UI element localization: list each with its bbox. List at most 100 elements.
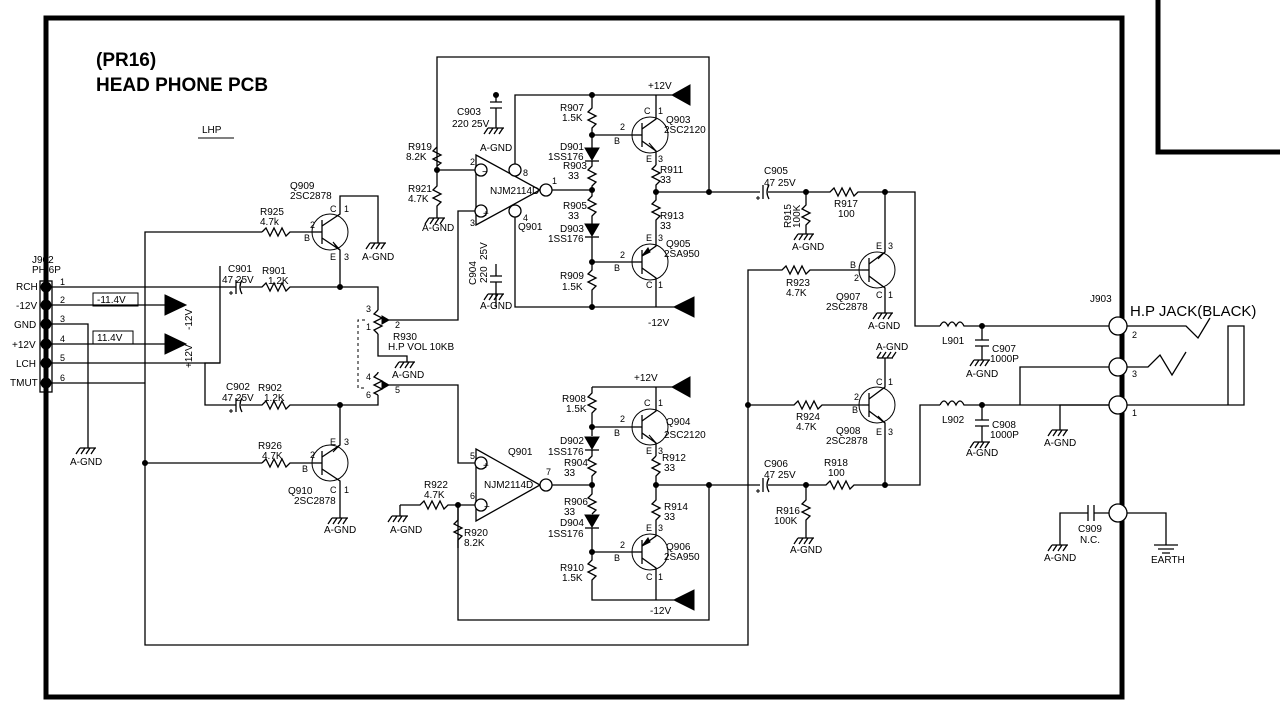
opamp-bottom — [474, 447, 553, 523]
inductor-l902 — [939, 400, 1112, 407]
r913-value: 33 — [660, 221, 672, 232]
resistor-r910 — [586, 528, 674, 601]
r912-ref: R912 — [662, 453, 686, 464]
opamp-bottom-pin-7: 7 — [546, 467, 551, 477]
r910-value: 1.5K — [562, 573, 583, 584]
pin-label-gnd: GND — [14, 320, 36, 331]
diode-d901 — [584, 147, 600, 162]
q909-pin-3: 3 — [344, 252, 349, 262]
junction-dot — [493, 92, 499, 98]
c906-value: 47 25V — [764, 470, 796, 481]
q909-pin-1: 1 — [344, 204, 349, 214]
c905-value: 47 25V — [764, 178, 796, 189]
r916-ref: R916 — [776, 506, 800, 517]
gnd-label: A-GND — [868, 321, 900, 332]
r912-value: 33 — [664, 463, 676, 474]
r922-ref: R922 — [424, 480, 448, 491]
transistor-q905 — [631, 242, 669, 307]
rail-label-pos-j902: +12V — [184, 344, 195, 368]
r901-ref: R901 — [262, 266, 286, 277]
resistor-r912-r914 — [650, 455, 662, 532]
junction-dot — [745, 402, 751, 408]
r925-value: 4.7k — [260, 217, 280, 228]
r918-value: 100 — [828, 468, 845, 479]
vol-pin-2: 2 — [395, 320, 400, 330]
r902-ref: R902 — [258, 383, 282, 394]
wire-wiper-top — [389, 210, 476, 321]
ground-symbol — [483, 293, 504, 301]
earth-label: EARTH — [1151, 555, 1185, 566]
c902-value: 47 25V — [222, 393, 254, 404]
junction-dot — [434, 167, 440, 173]
pin-label-p12v: +12V — [12, 340, 36, 351]
q904-e: E — [646, 446, 652, 456]
q908-pin-1: 1 — [888, 377, 893, 387]
r923-value: 4.7K — [786, 288, 807, 299]
c907-value: 1000P — [990, 354, 1019, 365]
r908-value: 1.5K — [566, 404, 587, 415]
q905-c: C — [646, 280, 653, 290]
d903-ref: D903 — [560, 224, 584, 235]
vol-pin-1: 1 — [366, 322, 371, 332]
d902-ref: D902 — [560, 436, 584, 447]
junction-dot — [589, 132, 595, 138]
rail-pos-bottom: +12V — [634, 373, 658, 384]
resistor-r926 — [261, 457, 312, 469]
q908-ref: Q908 — [836, 426, 861, 437]
rail-pos-top: +12V — [648, 81, 672, 92]
volume-r930 — [357, 309, 391, 396]
opamp-top-pin-1: 1 — [552, 176, 557, 186]
ground-symbol — [793, 233, 814, 241]
junction-dot — [589, 482, 595, 488]
q905-part: 2SA950 — [664, 249, 700, 260]
opamp-bottom-ref: Q901 — [508, 447, 533, 458]
capacitor-c906 — [756, 477, 770, 493]
pin-num-5: 5 — [60, 353, 65, 363]
q903-c: C — [644, 106, 651, 116]
r906-value: 33 — [564, 507, 576, 518]
q906-b: B — [614, 553, 620, 563]
gnd-label: A-GND — [792, 242, 824, 253]
d904-ref: D904 — [560, 518, 584, 529]
transistor-q906 — [631, 532, 669, 600]
gnd-label: A-GND — [876, 342, 908, 353]
r915-ref: R915 — [783, 204, 794, 228]
r903-value: 33 — [568, 171, 580, 182]
r907-value: 1.5K — [562, 113, 583, 124]
resistor-r904-r906 — [586, 450, 598, 515]
resistor-r919 — [431, 146, 443, 167]
ground-symbol — [969, 441, 990, 449]
q907-b: B — [850, 260, 856, 270]
q907-part: 2SC2878 — [826, 302, 868, 313]
r911-value: 33 — [660, 175, 672, 186]
q905-ref: Q905 — [666, 239, 691, 250]
r921-ref: R921 — [408, 184, 432, 195]
supply-arrow-pos — [164, 333, 188, 355]
q906-pin-2: 2 — [620, 540, 625, 550]
q904-ref: Q904 — [666, 417, 691, 428]
gnd-label: A-GND — [1044, 553, 1076, 564]
q910-pin-1: 1 — [344, 485, 349, 495]
q908-b: B — [852, 405, 858, 415]
gnd-label: A-GND — [790, 545, 822, 556]
r920-value: 8.2K — [464, 538, 485, 549]
q910-e: E — [330, 437, 336, 447]
r901-value: 1.2K — [268, 276, 289, 287]
junction-dot — [589, 187, 595, 193]
wire-top-vplus — [514, 94, 644, 164]
r909-value: 1.5K — [562, 282, 583, 293]
r908-ref: R908 — [562, 394, 586, 405]
ground-symbol — [327, 517, 348, 525]
r919-value: 8.2K — [406, 152, 427, 163]
capacitor-c903 — [490, 95, 502, 128]
junction-dot — [589, 549, 595, 555]
q906-part: 2SA950 — [664, 552, 700, 563]
r925-ref: R925 — [260, 207, 284, 218]
r902-value: 1.2K — [264, 393, 285, 404]
c906-ref: C906 — [764, 459, 788, 470]
opamp-top-pin-3: 3 — [470, 218, 475, 228]
q903-part: 2SC2120 — [664, 125, 706, 136]
supply-arrow-neg — [164, 294, 188, 316]
junction-dot — [803, 189, 809, 195]
transistor-q908 — [858, 358, 896, 485]
